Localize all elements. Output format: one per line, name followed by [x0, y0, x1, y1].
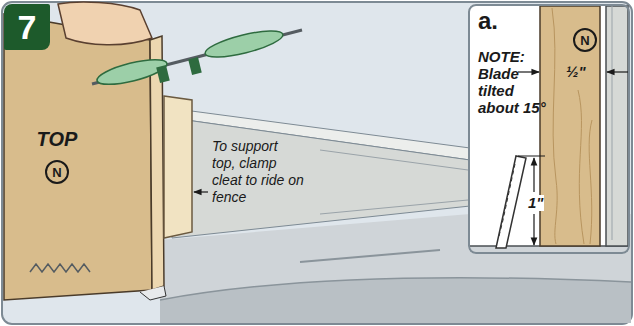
clamp-jaw: [156, 65, 170, 83]
part-letter-circle: N: [573, 28, 597, 52]
part-letter-circle: N: [45, 160, 69, 184]
step-number-text: 7: [18, 10, 37, 44]
miter-slot: [300, 250, 440, 262]
detail-panel: [540, 6, 600, 246]
fence-groove: [320, 200, 468, 214]
blade-tip: [140, 286, 166, 300]
callout-note: To support top, clamp cleat to ride on f…: [212, 138, 304, 206]
dimension-label: ½": [565, 64, 587, 80]
wood-grain: [552, 8, 557, 244]
step-number: 7: [4, 4, 50, 50]
clamp-jaw: [188, 57, 202, 75]
dimension-line: [533, 214, 534, 245]
hand: [58, 2, 152, 45]
blade-teeth: [499, 164, 515, 236]
wood-grain: [589, 120, 592, 244]
wood-grain: [578, 90, 584, 244]
detail-note: NOTE: Blade tilted about 15°: [478, 48, 546, 116]
dimension-label: 1": [527, 195, 544, 211]
dimension-line: [607, 71, 628, 72]
detail-fence: [606, 6, 628, 246]
cleat: [164, 96, 192, 238]
leader-line: [194, 191, 208, 192]
heading-text: a.: [478, 8, 498, 34]
part-panel: TOP N: [22, 128, 92, 208]
top-panel: [4, 14, 152, 300]
detail-ground: [468, 4, 630, 254]
fence-line: [612, 6, 613, 240]
saw-teeth: [30, 264, 90, 272]
table-front: [160, 278, 631, 323]
dimension-tick: [518, 156, 545, 157]
part-letter: N: [52, 166, 61, 179]
fence-groove: [320, 150, 468, 170]
dimension-line: [533, 158, 534, 192]
table-edge: [160, 278, 631, 300]
detail-table: [470, 246, 628, 252]
part-letter: N: [580, 34, 589, 47]
heading-text: TOP: [37, 128, 78, 150]
detail-inset: a. N: [468, 4, 630, 254]
tilted-blade: [496, 156, 526, 248]
fence-face: [172, 118, 470, 238]
clamp-handle: [95, 55, 169, 90]
clamp-handle: [203, 26, 285, 63]
dimension-line: [518, 71, 539, 72]
